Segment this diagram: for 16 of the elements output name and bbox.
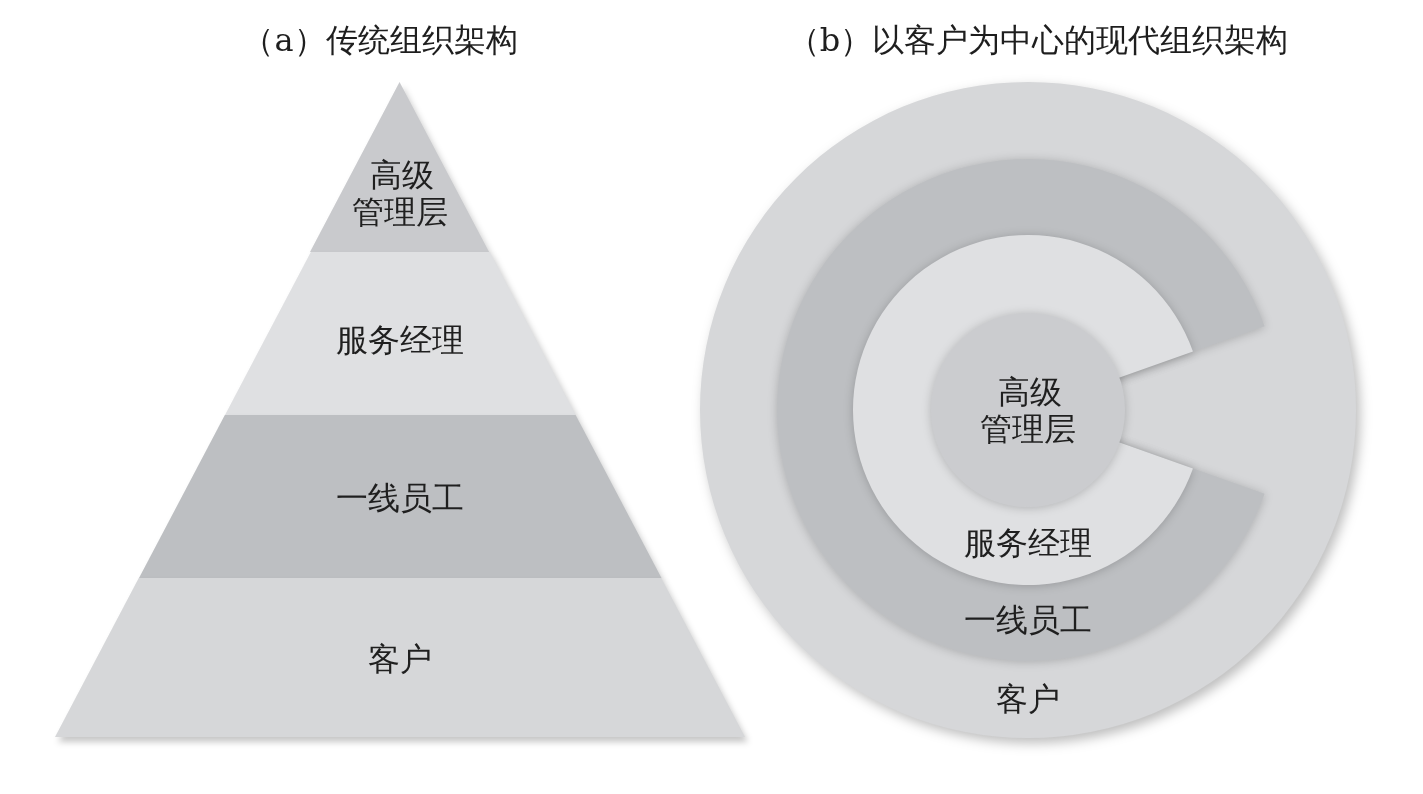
pyramid-tier xyxy=(55,578,745,737)
panel-title: （a）传统组织架构 xyxy=(242,21,518,59)
tier-label: 客户 xyxy=(368,640,432,678)
ring-label: 客户 xyxy=(996,680,1060,718)
pyramid-tier xyxy=(138,415,662,578)
tier-label: 高级管理层 xyxy=(351,157,449,231)
tier-label: 一线员工 xyxy=(336,479,464,517)
ring-label: 服务经理 xyxy=(964,524,1092,562)
circle-label: 高级管理层 xyxy=(979,374,1077,448)
center-circle xyxy=(931,313,1125,507)
panel-title: （b）以客户为中心的现代组织架构 xyxy=(787,21,1289,59)
pyramid-tier xyxy=(310,82,490,252)
outer-circle xyxy=(700,82,1356,738)
tier-label: 服务经理 xyxy=(336,321,464,359)
ring-label: 一线员工 xyxy=(964,601,1092,639)
pyramid-tier xyxy=(224,252,576,415)
